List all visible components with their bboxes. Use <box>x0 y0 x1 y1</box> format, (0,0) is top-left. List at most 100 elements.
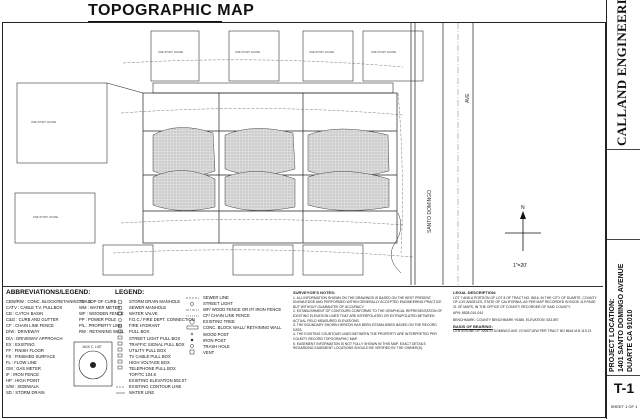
abbreviations-list-1: CBW/RW : CONC. BLOCK/RETAINING WALL CATV… <box>6 299 92 397</box>
legend-item: STORM DRAIN MANHOLE <box>129 299 181 304</box>
plan-annotations: ONE STORY HOUSE ONE STORY HOUSE ONE STOR… <box>31 50 396 219</box>
abbr-item: D/W : DRIVEWAY <box>6 329 40 335</box>
legend-item: EXISTING ELEVATION 502.07 <box>129 378 187 384</box>
bearing-title: BASIS OF BEARING: <box>453 323 493 329</box>
legend-list-1: STORM DRAIN MANHOLE SEWER MANHOLE WATER … <box>129 299 195 397</box>
apn-text: APN: 8528-010-044 <box>453 311 483 316</box>
legend-item: STREET LIGHT <box>203 301 233 307</box>
note-item: 5. EASEMENT INFORMATION IS NOT FULLY SHO… <box>293 341 426 351</box>
project-address-2: DUARTE CA 91010 <box>627 309 634 372</box>
abbr-item: IF : IRON FENCE <box>6 372 40 378</box>
legend-item: IRON POST <box>203 337 227 343</box>
abbr-item: EX : EXISTING <box>6 341 35 347</box>
street-label-santo-domingo: SANTO DOMINGO <box>427 190 433 233</box>
abbr-item: TC : TOP OF CURB <box>79 299 117 304</box>
svg-text:ONE STORY HOUSE: ONE STORY HOUSE <box>235 50 260 54</box>
lower-lot-outlines <box>14 192 364 276</box>
scale-label: 1"=20' <box>513 263 527 269</box>
abbr-item: P/L : PROPERTY LINE <box>79 323 122 329</box>
sheet-count: SHEET 1 OF 1 <box>610 404 638 409</box>
drawing-frame <box>2 22 606 418</box>
abbr-item: HP : HIGH POINT <box>6 378 40 384</box>
topographic-plan: SANTO DOMINGO AVE N 1"=20' ONE STORY HOU… <box>14 23 541 285</box>
title-block: CALLAND ENGINEERING, INC. PROJECT LOCATI… <box>606 0 640 419</box>
bearing-text: CENTERLINE OF SANTO DOMINGO AVE. IS N03°… <box>453 329 592 334</box>
legend-item: WATER LINE <box>129 390 155 396</box>
legend-item: STREET LIGHT PULL BOX <box>129 335 181 341</box>
note-item: 3. THE BOUNDARY SHOWN HEREON HAS BEEN ES… <box>293 323 437 332</box>
project-address-1: 1401 SANTO DOMINGO AVENUE <box>618 263 625 372</box>
legend-item: SEWER LINE <box>203 295 229 300</box>
abbr-item: D/A : DRIVEWAY APPROACH <box>6 335 63 341</box>
abbr-item: GM : GAS METER <box>6 366 41 372</box>
legend-symbols-2 <box>186 297 199 355</box>
abbreviations-title: ABBREVIATIONS/LEGEND: <box>6 289 91 296</box>
legend-item: CF/ CHAIN LINK FENCE <box>203 313 250 319</box>
legend-item: TELEPHONE PULL BOX <box>129 366 176 372</box>
benchmark-text: BENCHMARK: COUNTY BENCHMARK Y6380. ELEVA… <box>453 317 559 322</box>
blank-cell <box>607 150 640 240</box>
legend-item: SEWER MANHOLE <box>129 305 167 311</box>
project-location-label: PROJECT LOCATION: <box>609 298 616 372</box>
note-item: 1. ALL INFORMATION SHOWN ON THE DRAWINGS… <box>293 295 442 309</box>
legend-item: PULL BOX <box>129 329 150 335</box>
abbr-item: CBW/RW : CONC. BLOCK/RETAINING WALL <box>6 299 93 304</box>
project-cell: PROJECT LOCATION: 1401 SANTO DOMINGO AVE… <box>607 240 640 376</box>
legend-item: VENT <box>203 349 215 355</box>
legend-item: FIRE HYDRANT <box>129 323 160 329</box>
legal-description: LEGAL DESCRIPTION: LOT 7 AND A PORTION O… <box>453 290 599 334</box>
legend-item: WF/ WOOD FENCE OR IF/ IRON FENCE <box>203 307 282 313</box>
svg-text:ONE STORY HOUSE: ONE STORY HOUSE <box>31 120 56 124</box>
svg-text:N: N <box>521 205 525 211</box>
upper-lot-outlines <box>150 30 424 94</box>
legend-item: UTILITY PULL BOX <box>129 347 167 353</box>
left-lot <box>16 82 144 164</box>
abbr-item: CB : CATCH BASIN <box>6 311 44 317</box>
legend-item: CONC. BLOCK WALL/ RETAINING WALL <box>203 325 282 331</box>
abbr-item: FL : FLOW LINE <box>6 359 37 365</box>
abbr-item: CATV : CABLE T.V. PULLBOX <box>6 305 63 311</box>
legend-item: EXISTING TREE <box>203 319 235 325</box>
abbr-item: CF : CHAIN LINK FENCE <box>6 323 54 329</box>
legend-item: WOOD POST <box>203 331 230 337</box>
svg-text:ONE STORY HOUSE: ONE STORY HOUSE <box>33 215 58 219</box>
note-item: 2. ESTABLISHMENT OF CONTOURS CONFORMS TO… <box>293 309 443 323</box>
legend-item: TV CABLE PULL BOX <box>129 353 171 359</box>
control-monument-symbol: JACK C. LIST <box>73 341 113 387</box>
page-title: TOPOGRAPHIC MAP <box>88 2 255 19</box>
abbreviations-list-2: TC : TOP OF CURB WM : WATER METER WF : W… <box>79 299 124 336</box>
abbr-item: FS : FINISHED SURFACE <box>6 353 56 359</box>
paved-areas <box>152 127 390 211</box>
company-cell: CALLAND ENGINEERING, INC. <box>607 0 640 150</box>
legend-item: TOP/TC 104.6 <box>129 372 156 378</box>
abbr-item: FF : FINISH FLOOR <box>6 347 44 353</box>
note-item: 4. THE EXISTING COUNTOUR LINES BETWEEN T… <box>293 332 437 341</box>
legend-item: HIGH VOLTAGE BOX <box>129 359 170 365</box>
contour-lines <box>112 59 414 258</box>
street-corridor <box>410 23 474 285</box>
svg-text:ONE STORY HOUSE: ONE STORY HOUSE <box>309 50 334 54</box>
legal-text: LOT 7 AND A PORTION OF LOT 8 OF TRACT NO… <box>453 295 597 309</box>
surveyor-notes: SURVEYOR'S NOTES: 1. ALL INFORMATION SHO… <box>293 290 443 351</box>
legend-item: TRAFFIC SIGNAL PULL BOX <box>129 341 185 347</box>
abbr-item: C&G : CURB AND GUTTER <box>6 317 59 323</box>
abbr-item: SD : STORM DRAIN <box>6 390 45 396</box>
svg-text:ONE STORY HOUSE: ONE STORY HOUSE <box>371 50 396 54</box>
storm-drain-line <box>390 212 402 274</box>
legend-list-2: SEWER LINE STREET LIGHT WF/ WOOD FENCE O… <box>203 295 282 356</box>
legend-item: EXISTING CONTOUR LINE <box>129 384 182 390</box>
legend-item: TRASH HOLE <box>203 343 230 349</box>
legend-item: F.D.C./ FIRE DEPT. CONNECTION <box>129 317 195 323</box>
legal-title: LEGAL DESCRIPTION: <box>453 290 497 295</box>
company-name: CALLAND ENGINEERING, INC. <box>614 0 629 146</box>
legend-item: WATER VALVE <box>129 311 158 317</box>
title-underline <box>88 21 222 22</box>
abbr-item: S/W : SIDEWALK <box>6 384 39 390</box>
surveyor-notes-title: SURVEYOR'S NOTES: <box>293 290 336 295</box>
sheet-number: T-1 <box>613 380 635 396</box>
north-arrow: N <box>505 205 541 251</box>
abbr-item: RW : RETAINING WALL <box>79 329 125 335</box>
control-label: JACK C. LIST <box>82 345 102 349</box>
abbr-item: PP : POWER POLE <box>79 317 117 323</box>
